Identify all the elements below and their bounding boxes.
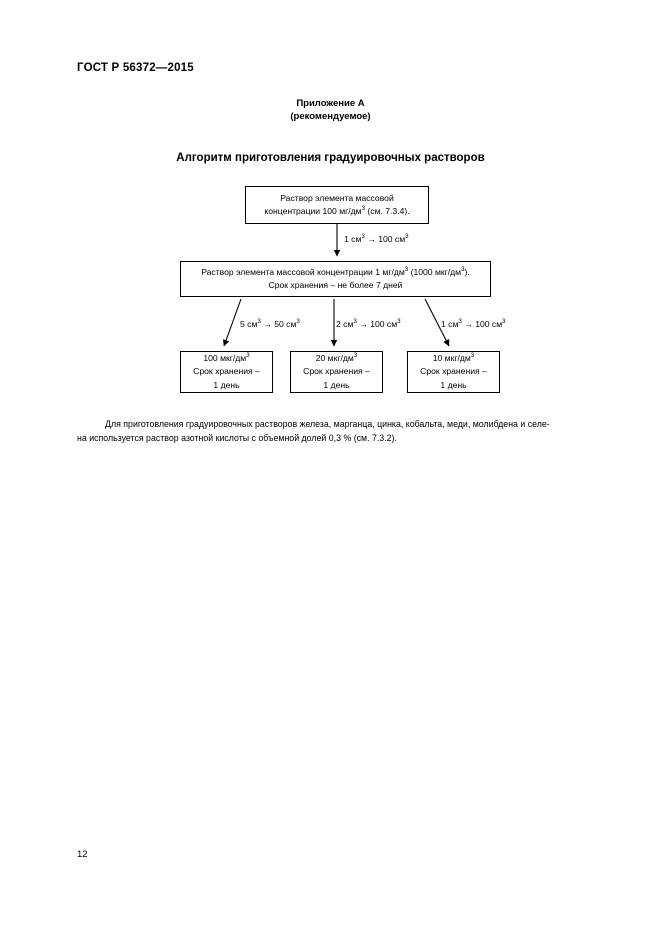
working3-concentration-superscript: 3 <box>470 351 475 359</box>
intermediate-line-1-tail: ). <box>464 266 470 277</box>
working3-concentration: 10 мкг/дм3 <box>433 352 475 366</box>
edge-branch2-to-superscript: 3 <box>397 318 401 326</box>
edge-branch2-from: 2 см <box>336 319 354 329</box>
working3-shelflife-label: Срок хранения – <box>420 366 487 377</box>
working1-concentration: 100 мкг/дм3 <box>203 352 249 366</box>
annex-caption: Приложение А (рекомендуемое) <box>0 97 661 123</box>
edge-branch1-to-superscript: 3 <box>296 318 300 326</box>
intermediate-line-1-text: Раствор элемента массовой концентрации 1… <box>201 266 405 277</box>
arrow-right-icon: → <box>464 319 473 329</box>
edge-branch1-to: 50 см <box>274 319 297 329</box>
edge-branch3-from: 1 см <box>441 319 459 329</box>
edge-branch1-from: 5 см <box>240 319 258 329</box>
edge-main-to-superscript: 3 <box>405 233 409 241</box>
working1-shelflife-value: 1 день <box>213 379 240 390</box>
flowchart-node-working-solution-2: 20 мкг/дм3 Срок хранения – 1 день <box>290 351 383 393</box>
stock-line-2: концентрации 100 мг/дм3 (см. 7.3.4). <box>264 205 409 219</box>
intermediate-line-1-superscript-2: 3 <box>461 265 465 273</box>
stock-line-2-reference: (см. 7.3.4). <box>365 206 410 216</box>
edge-label-branch-2: 2 см3 → 100 см3 <box>336 318 401 330</box>
edge-branch1-from-superscript: 3 <box>257 318 261 326</box>
note-line-2: на используется раствор азотной кислоты … <box>77 432 397 443</box>
annex-title: Приложение А <box>296 98 365 109</box>
edge-branch2-from-superscript: 3 <box>353 318 357 326</box>
edge-main-from-superscript: 3 <box>361 233 365 241</box>
working1-concentration-text: 100 мкг/дм <box>203 352 247 363</box>
working2-shelflife-label: Срок хранения – <box>303 366 370 377</box>
arrow-right-icon: → <box>359 319 368 329</box>
figure-title: Алгоритм приготовления градуировочных ра… <box>176 152 485 164</box>
flowchart-node-working-solution-1: 100 мкг/дм3 Срок хранения – 1 день <box>180 351 273 393</box>
working2-concentration: 20 мкг/дм3 <box>316 352 358 366</box>
edge-branch3-to: 100 см <box>475 319 503 329</box>
intermediate-line-1-superscript-1: 3 <box>404 265 409 273</box>
note-line-1: Для приготовления градуировочных раствор… <box>105 419 550 429</box>
flowchart-node-working-solution-3: 10 мкг/дм3 Срок хранения – 1 день <box>407 351 500 393</box>
working2-concentration-text: 20 мкг/дм <box>315 352 354 363</box>
edge-branch2-to: 100 см <box>370 319 398 329</box>
stock-line-2-text: концентрации 100 мг/дм <box>264 206 362 216</box>
edge-main-to: 100 см <box>378 234 406 244</box>
working3-shelflife-value: 1 день <box>440 379 467 390</box>
connector-intermediate-to-working1 <box>222 298 242 347</box>
edge-label-branch-1: 5 см3 → 50 см3 <box>240 318 300 330</box>
edge-branch3-from-superscript: 3 <box>458 318 462 326</box>
edge-label-stock-to-intermediate: 1 см3 → 100 см3 <box>344 233 409 245</box>
edge-main-from: 1 см <box>344 234 362 244</box>
flowchart-node-intermediate-solution: Раствор элемента массовой концентрации 1… <box>180 261 491 297</box>
working1-shelflife-label: Срок хранения – <box>193 366 260 377</box>
stock-line-2-superscript: 3 <box>361 205 366 213</box>
arrow-right-icon: → <box>367 234 376 244</box>
page-number: 12 <box>77 849 88 860</box>
working2-concentration-superscript: 3 <box>353 351 358 359</box>
document-header: ГОСТ Р 56372—2015 <box>77 62 194 74</box>
intermediate-line-2: Срок хранения – не более 7 дней <box>268 280 403 290</box>
working3-concentration-text: 10 мкг/дм <box>432 352 471 363</box>
intermediate-line-1-paren: (1000 мкг/дм <box>408 266 462 277</box>
intermediate-line-1: Раствор элемента массовой концентрации 1… <box>201 266 470 280</box>
flowchart-node-stock-solution: Раствор элемента массовой концентрации 1… <box>245 186 429 224</box>
edge-label-branch-3: 1 см3 → 100 см3 <box>441 318 506 330</box>
working2-shelflife-value: 1 день <box>323 379 350 390</box>
explanatory-note: Для приготовления градуировочных раствор… <box>77 418 585 445</box>
arrow-right-icon: → <box>263 319 272 329</box>
connector-intermediate-to-working3 <box>424 298 450 347</box>
edge-branch3-to-superscript: 3 <box>502 318 506 326</box>
working1-concentration-superscript: 3 <box>246 351 250 359</box>
annex-subtitle: (рекомендуемое) <box>290 111 371 122</box>
stock-line-1: Раствор элемента массовой <box>280 192 394 203</box>
